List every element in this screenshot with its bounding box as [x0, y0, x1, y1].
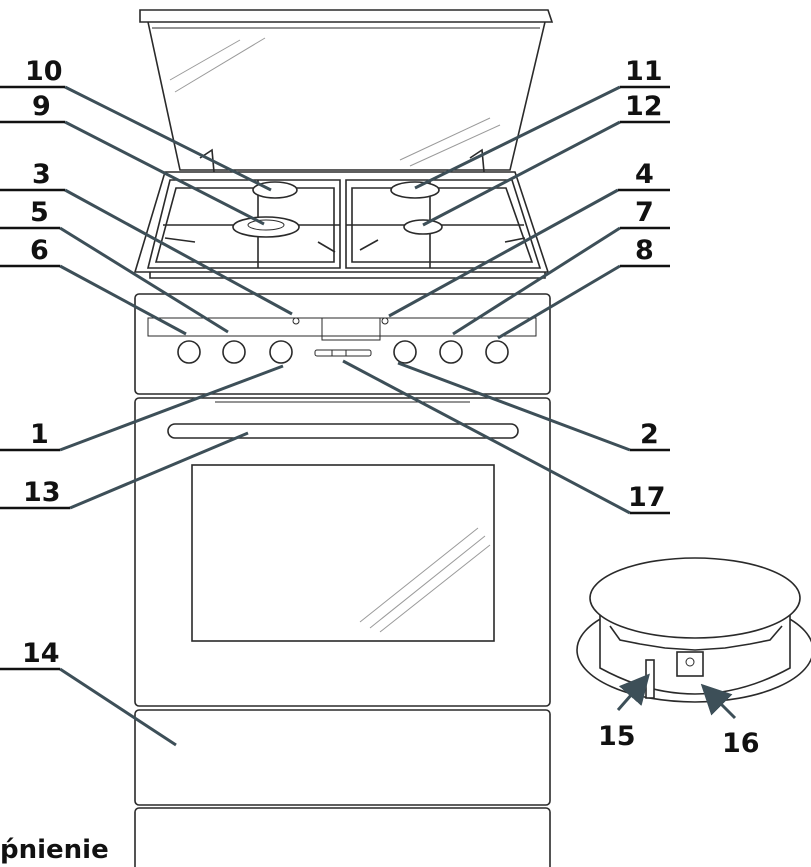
- leader-8: [497, 264, 621, 340]
- leader-16: [700, 683, 737, 720]
- label-9: 9: [32, 91, 51, 122]
- knob-2: [222, 340, 246, 364]
- indicator-light-right: [381, 317, 389, 325]
- leader-15: [616, 673, 650, 711]
- label-4: 4: [635, 159, 654, 190]
- label-10: 10: [25, 56, 63, 87]
- burner-front-right: [403, 219, 443, 235]
- leader-6: [59, 264, 187, 336]
- leader-9: [64, 120, 265, 226]
- leader-3: [64, 188, 293, 316]
- leader-7: [452, 226, 621, 336]
- leader-10: [64, 85, 272, 192]
- label-3: 3: [32, 159, 51, 190]
- knob-3: [269, 340, 293, 364]
- label-12: 12: [625, 91, 663, 122]
- leader-4: [388, 188, 619, 318]
- label-13: 13: [23, 477, 61, 508]
- thermocouple: [645, 659, 655, 699]
- oven: [134, 397, 551, 707]
- leader-11: [414, 85, 621, 190]
- burner-front-left-large: [232, 216, 300, 238]
- number-labels: 10 9 3 5 6 1 13 14 11 12 4 7 8 2 17 15 1…: [22, 56, 760, 759]
- label-11: 11: [625, 56, 663, 87]
- glass-lid: [139, 9, 554, 173]
- label-7: 7: [635, 197, 654, 228]
- label-14: 14: [22, 638, 60, 669]
- label-16: 16: [722, 728, 760, 759]
- oven-window: [191, 464, 495, 642]
- label-baselines: [0, 85, 670, 671]
- burner-detail: [576, 557, 811, 703]
- leader-17: [342, 359, 631, 515]
- leader-5: [59, 226, 229, 334]
- leader-12: [422, 120, 621, 227]
- knob-6: [485, 340, 509, 364]
- control-panel: [134, 293, 551, 395]
- label-17: 17: [628, 482, 666, 513]
- leader-14: [59, 667, 177, 747]
- oven-door-handle: [167, 423, 519, 439]
- label-15: 15: [598, 721, 636, 752]
- footer-heading-fragment: ṕnienie: [0, 835, 109, 865]
- knob-4: [393, 340, 417, 364]
- leader-1: [59, 364, 284, 452]
- label-1: 1: [30, 419, 49, 450]
- label-6: 6: [30, 235, 49, 266]
- storage-drawer: [134, 709, 551, 867]
- leader-lines: [59, 85, 737, 747]
- leader-13: [69, 431, 249, 510]
- knob-5: [439, 340, 463, 364]
- indicator-light-left: [292, 317, 300, 325]
- knob-1: [177, 340, 201, 364]
- label-5: 5: [30, 197, 49, 228]
- leader-2: [397, 361, 631, 452]
- label-8: 8: [635, 235, 654, 266]
- label-2: 2: [640, 419, 659, 450]
- ignition-electrode: [676, 651, 704, 677]
- burner-rear-right: [390, 181, 440, 199]
